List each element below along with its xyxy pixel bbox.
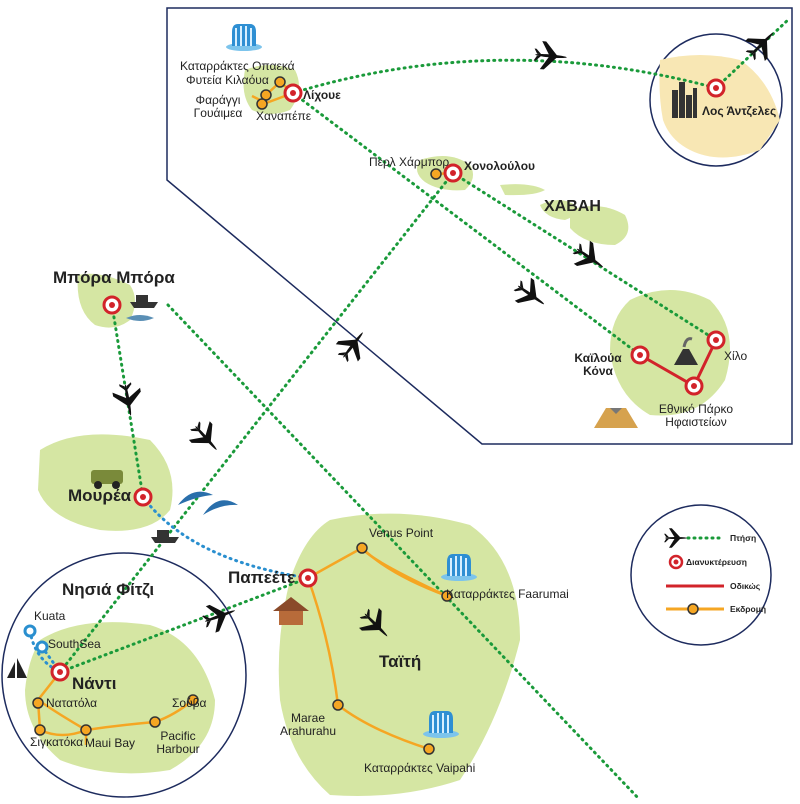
- molokai-island: [500, 184, 545, 196]
- label-kilauea-plantation: Φυτεία Κιλαόυα: [186, 73, 269, 87]
- label-vaipahi: Καταρράκτες Vaipahi: [364, 761, 476, 775]
- plane-icon: [184, 415, 228, 460]
- label-bora-bora: Μπόρα Μπόρα: [53, 268, 175, 287]
- label-waimea-canyon: Φαράγγι Γουάιμεα: [193, 93, 243, 120]
- label-hawaii: ΧΑΒΑΗ: [544, 198, 601, 215]
- boat-icon: [151, 530, 179, 543]
- label-southsea: SouthSea: [48, 637, 101, 651]
- label-lihue: Λίχουε: [303, 88, 341, 102]
- label-hilo: Χίλο: [724, 349, 748, 363]
- flight-honolulu-nadi: [58, 171, 455, 674]
- flight-routes: [58, 16, 792, 802]
- label-suva: Σούβα: [172, 696, 207, 710]
- label-kailua-kona: Καϊλούα Κόνα: [574, 351, 622, 378]
- lanai-island: [540, 200, 577, 220]
- label-honolulu: Χονολούλου: [464, 159, 536, 173]
- label-hanapepe: Χαναπέπε: [256, 109, 312, 123]
- legend-items: [664, 528, 726, 615]
- legend-overnight-label: Διανυκτέρευση: [686, 557, 747, 567]
- label-los-angeles: Λος Άντζελες: [702, 104, 777, 118]
- legend-circle: [630, 504, 772, 646]
- overnight-stops: [50, 78, 726, 682]
- label-natadola: Νατατόλα: [46, 696, 98, 710]
- label-moorea: Μουρέα: [68, 486, 132, 505]
- label-sigatoka: Σιγκατόκα: [30, 735, 84, 749]
- boat-stops: [23, 624, 49, 654]
- flight-lihue-kona: [291, 91, 642, 357]
- maui-island: [570, 206, 629, 245]
- label-volcanoes-park: Εθνικό Πάρκο Ηφαιστείων: [658, 402, 734, 429]
- label-nadi: Νάντι: [72, 674, 117, 693]
- label-faarumai: Καταρράκτες Faarumai: [446, 587, 569, 601]
- viti-levu-island: [25, 622, 215, 774]
- jeep-icon: [91, 470, 123, 489]
- volcano-icon: [674, 337, 698, 365]
- label-papeete: Παπεέτε: [228, 568, 296, 587]
- boat-icon: [130, 295, 158, 308]
- flight-borabora-tahiti: [166, 303, 642, 802]
- excursion-stops: [32, 76, 453, 755]
- flight-la-out: [714, 16, 792, 90]
- flight-papeete-nadi: [58, 576, 310, 674]
- label-marae-arahurahu: Marae Arahurahu: [279, 711, 337, 738]
- volcano-icon: [594, 408, 638, 428]
- dolphin-icon: [178, 491, 238, 515]
- hut-icon: [273, 597, 309, 625]
- label-venus-point: Venus Point: [369, 526, 434, 540]
- city-skyline-icon: [672, 82, 697, 118]
- label-fiji-islands: Νησιά Φίτζι: [62, 580, 155, 599]
- flight-la-lihue: [291, 58, 718, 95]
- legend-excursion-label: Εκδρομή: [730, 604, 767, 614]
- label-kuata: Kuata: [34, 609, 66, 623]
- legend-road-label: Οδικώς: [730, 581, 761, 591]
- shark-icon: [126, 315, 154, 321]
- tahiti-island: [278, 513, 520, 796]
- label-maui-bay: Maui Bay: [85, 736, 136, 750]
- flight-honolulu-hilo: [451, 171, 718, 342]
- label-pacific-harbour: Pacific Harbour: [156, 729, 200, 756]
- sailboat-icon: [7, 658, 27, 678]
- label-pearl-harbor: Περλ Χάρμπορ: [369, 155, 450, 169]
- legend-flight-label: Πτήση: [730, 533, 757, 543]
- label-opaeka-falls: Καταρράκτες Οπαεκά: [180, 59, 295, 73]
- label-tahiti: Ταϊτή: [379, 652, 422, 671]
